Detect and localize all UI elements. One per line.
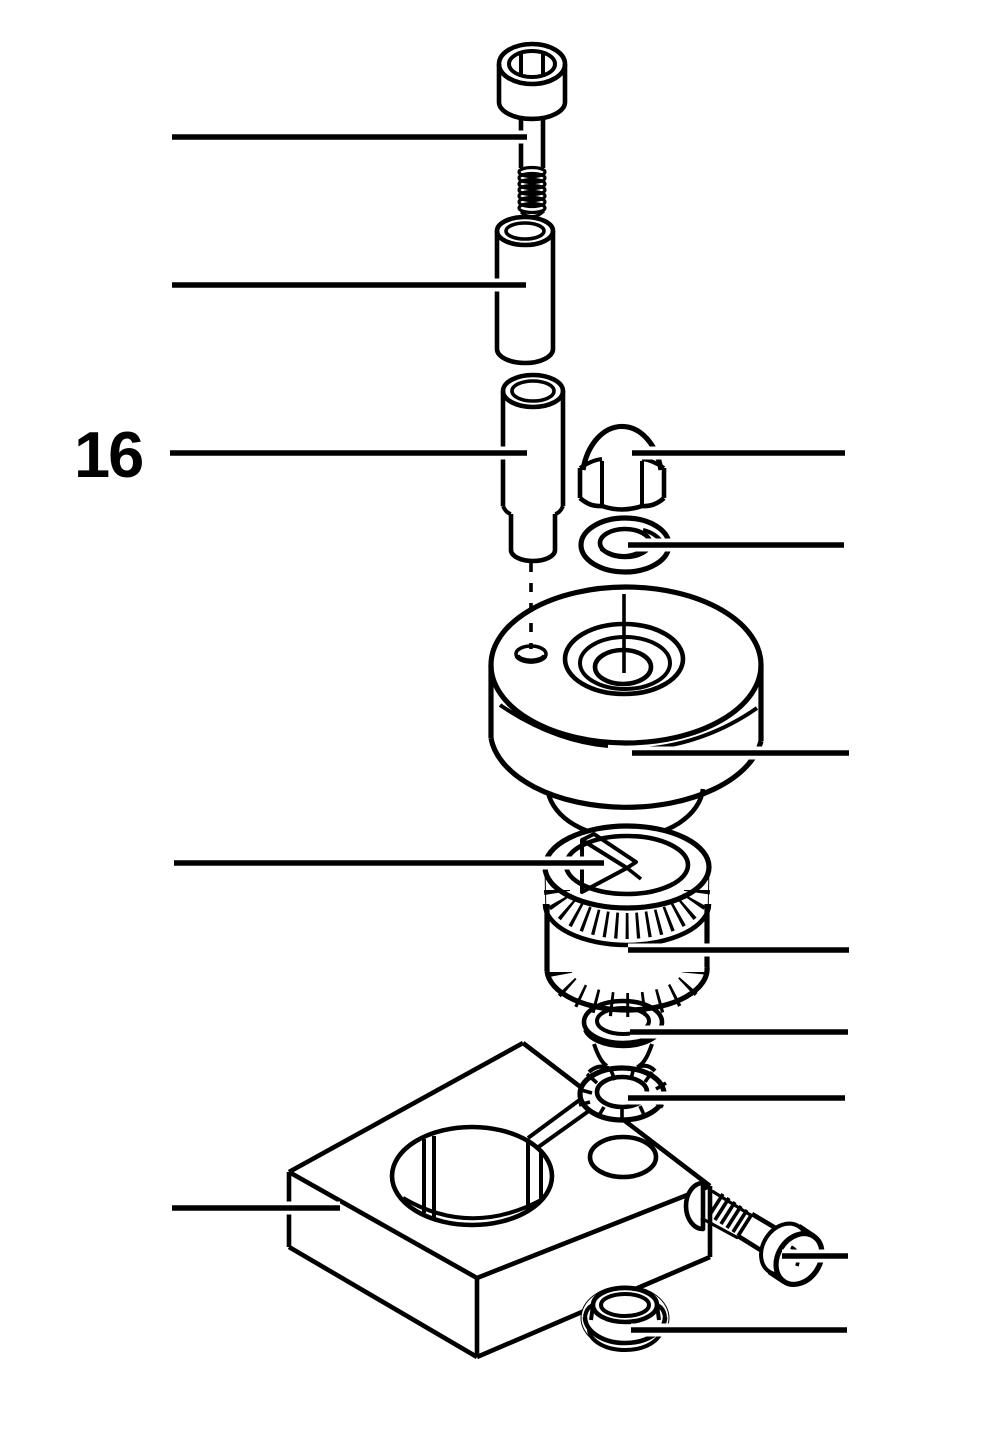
leader-lines bbox=[170, 130, 849, 1337]
screw-boss bbox=[683, 1180, 706, 1232]
knurl-band bbox=[544, 888, 710, 939]
part-tooth-lock-washer bbox=[577, 1063, 667, 1123]
block-small-hole bbox=[587, 1134, 659, 1180]
part-cap-screw bbox=[496, 41, 568, 219]
part-stepped-bushing bbox=[500, 372, 566, 649]
part-flanged-bushing bbox=[580, 1285, 670, 1352]
block-bore bbox=[389, 1124, 555, 1228]
part-knurled-ring bbox=[542, 823, 712, 1017]
part-cap-nut bbox=[577, 423, 667, 512]
graduation-ticks bbox=[548, 970, 706, 1017]
item-number-label: 16 bbox=[74, 418, 142, 491]
